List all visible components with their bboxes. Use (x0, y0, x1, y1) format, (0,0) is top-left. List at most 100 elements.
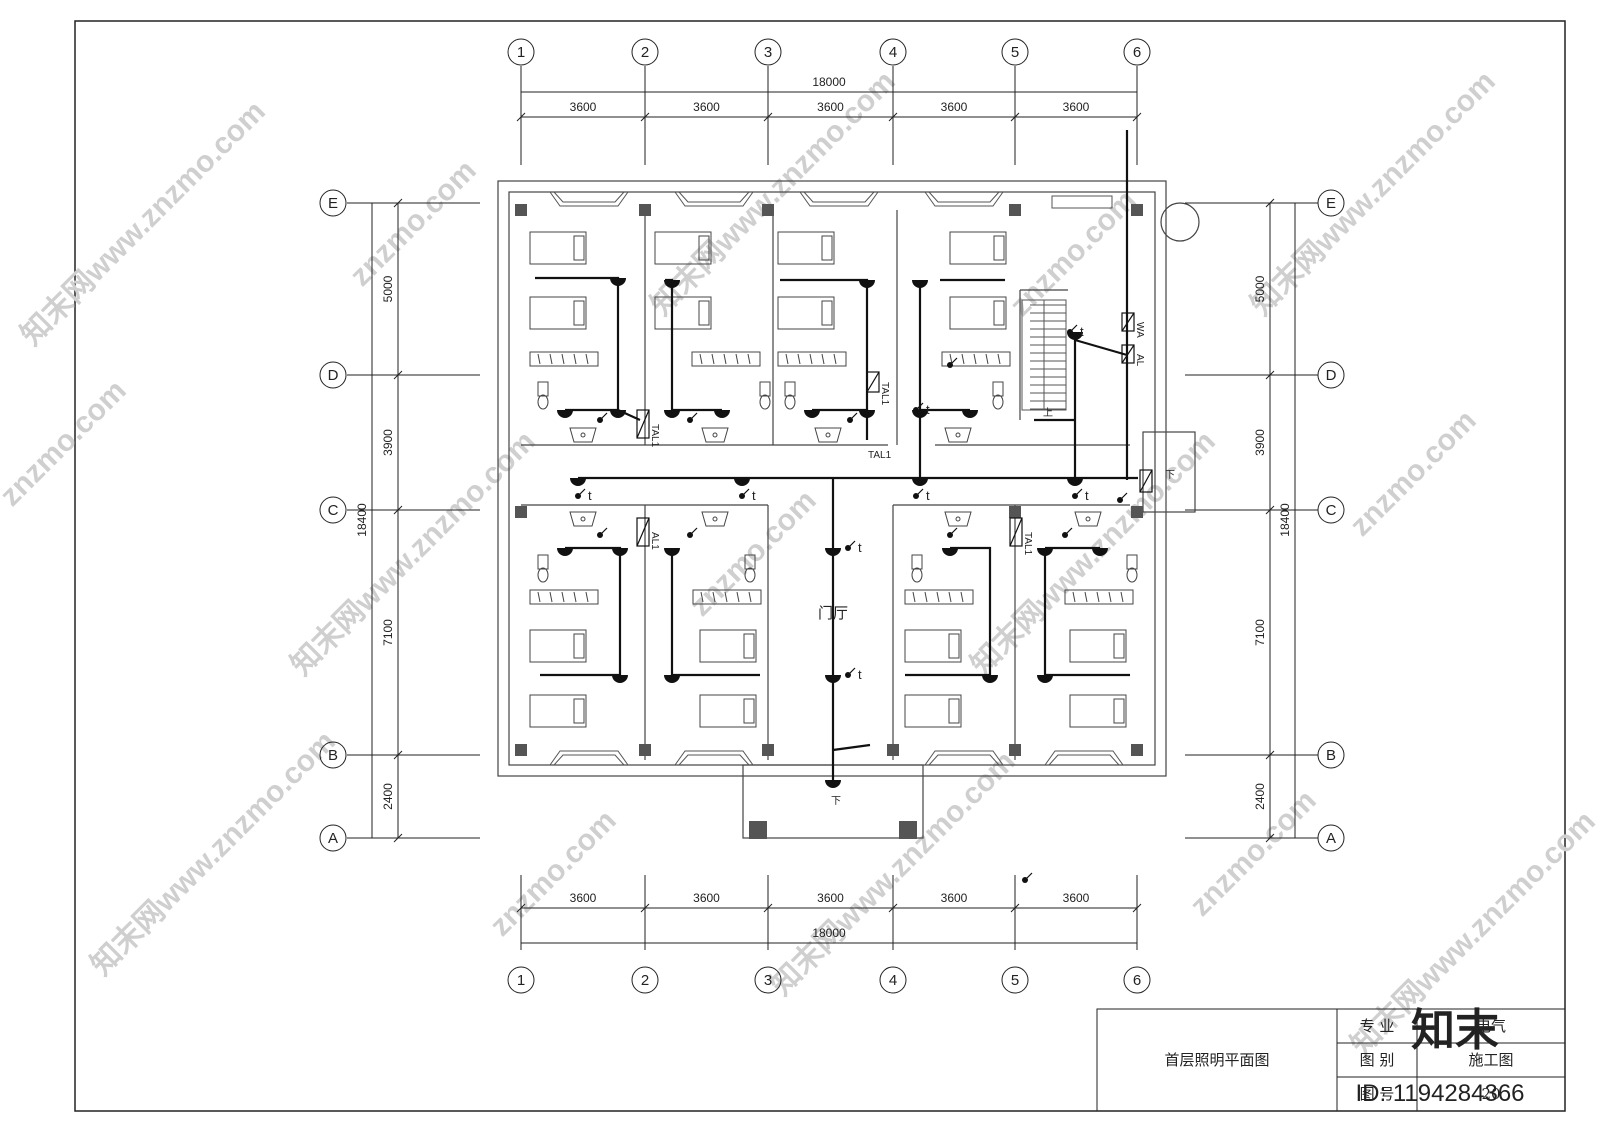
panel-label: AL1 (649, 532, 660, 550)
distribution-panel (1139, 469, 1153, 493)
ceiling-lamp (610, 410, 626, 418)
ceiling-lamp (557, 410, 573, 418)
axis-bubble-col: 2 (631, 966, 659, 994)
dim-span-horizontal: 3600 (570, 100, 597, 114)
watermark-text: 知末网www.znzmo.com (285, 425, 542, 682)
axis-letter: A (1326, 830, 1336, 847)
switch-symbol: t (858, 540, 862, 555)
axis-bubble-row: C (319, 496, 347, 524)
dim-total-vertical: 18400 (1278, 503, 1292, 537)
column (1009, 506, 1021, 518)
column (515, 506, 527, 518)
dim-span-horizontal: 3600 (817, 100, 844, 114)
ceiling-lamp (1037, 548, 1053, 556)
column (515, 744, 527, 756)
axis-bubble-row: D (319, 361, 347, 389)
ceiling-lamp (664, 675, 680, 683)
column (899, 821, 917, 839)
axis-letter: D (1326, 367, 1337, 384)
discipline-label: 专 业 (1360, 1017, 1395, 1035)
ceiling-lamp (664, 410, 680, 418)
watermark-text: 知末网www.znzmo.com (765, 745, 1022, 1002)
panel-label: AL (1134, 354, 1145, 367)
axis-bubble-col: 2 (631, 38, 659, 66)
entrance-down-label: 下 (831, 796, 841, 807)
ceiling-lamp (610, 278, 626, 286)
distribution-panel (636, 517, 650, 547)
axis-number: 2 (641, 44, 649, 61)
axis-bubble-col: 5 (1001, 38, 1029, 66)
watermark-text: 知末网www.znzmo.com (965, 425, 1222, 682)
dim-span-vertical: 7100 (381, 619, 395, 646)
ceiling-lamp (714, 410, 730, 418)
panel-label: TAL1 (649, 424, 660, 448)
column (639, 744, 651, 756)
watermark-text: znzmo.com (0, 374, 133, 513)
ceiling-lamp (942, 548, 958, 556)
column (762, 744, 774, 756)
panel-label: TAL1 (868, 450, 892, 461)
dim-span-horizontal: 3600 (1063, 891, 1090, 905)
dim-span-vertical: 2400 (1253, 783, 1267, 810)
axis-letter: D (328, 367, 339, 384)
axis-number: 6 (1133, 972, 1141, 989)
switch-symbol: t (588, 488, 592, 503)
dim-span-vertical: 2400 (381, 783, 395, 810)
ceiling-lamp (557, 548, 573, 556)
dim-span-vertical: 5000 (381, 275, 395, 302)
ceiling-lamp (859, 280, 875, 288)
distribution-panel (1009, 517, 1023, 547)
switch-symbol: t (926, 488, 930, 503)
ceiling-lamp (962, 410, 978, 418)
axis-bubble-row: A (319, 824, 347, 852)
distribution-panel (636, 409, 650, 439)
axis-number: 6 (1133, 44, 1141, 61)
drawing-title: 首层照明平面图 (1164, 1051, 1269, 1069)
staircase (1021, 299, 1067, 411)
column (887, 744, 899, 756)
watermark-text: znzmo.com (1344, 404, 1483, 543)
axis-letter: A (328, 830, 338, 847)
axis-bubble-col: 1 (507, 38, 535, 66)
axis-bubble-row: C (1317, 496, 1345, 524)
ceiling-lamp (570, 478, 586, 486)
switch-symbol: t (926, 402, 930, 417)
ceiling-lamp (1067, 478, 1083, 486)
axis-bubble-col: 4 (879, 38, 907, 66)
ceiling-lamp (982, 675, 998, 683)
ceiling-lamp (1037, 675, 1053, 683)
hall-label: 门厅 (818, 605, 848, 622)
axis-number: 2 (641, 972, 649, 989)
title-block (1096, 1008, 1566, 1112)
axis-bubble-col: 3 (754, 966, 782, 994)
drawing-frame (74, 20, 1566, 1112)
dim-span-vertical: 3900 (381, 429, 395, 456)
number-value: 20 (1481, 1085, 1500, 1103)
ceiling-lamp (804, 410, 820, 418)
watermark-id: ID: 1194284366 (1355, 1080, 1524, 1107)
dim-span-vertical: 7100 (1253, 619, 1267, 646)
category-value: 施工图 (1468, 1051, 1513, 1069)
axis-bubble-row: D (1317, 361, 1345, 389)
ceiling-lamp (664, 280, 680, 288)
axis-bubble-row: E (1317, 189, 1345, 217)
switch-symbol: t (1085, 488, 1089, 503)
axis-letter: E (328, 195, 338, 212)
ceiling-lamp (859, 410, 875, 418)
dim-span-vertical: 3900 (1253, 429, 1267, 456)
watermark-text: znzmo.com (484, 804, 623, 943)
structural-columns (515, 204, 1143, 839)
axis-number: 3 (764, 44, 772, 61)
watermark-text: 知末网www.znzmo.com (1245, 65, 1502, 322)
panel-label: TAL1 (879, 382, 890, 406)
ceiling-lamp (734, 478, 750, 486)
dim-span-horizontal: 3600 (941, 891, 968, 905)
ceiling-lamp (612, 675, 628, 683)
axis-letter: E (1326, 195, 1336, 212)
column (515, 204, 527, 216)
distribution-panel (1121, 344, 1135, 364)
ceiling-lamp (664, 548, 680, 556)
ceiling-lamp (825, 675, 841, 683)
